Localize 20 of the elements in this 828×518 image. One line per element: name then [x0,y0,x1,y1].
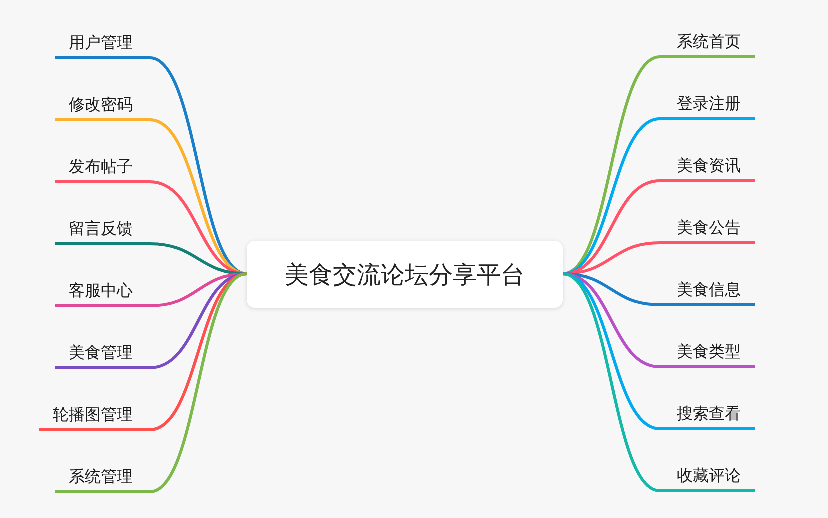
branch-label: 客服中心 [69,281,133,301]
branch-connector [148,272,248,494]
branch-connector [562,272,662,492]
central-topic-text: 美食交流论坛分享平台 [285,260,525,290]
branch-label: 美食资讯 [677,156,741,176]
branch-label: 登录注册 [677,94,741,114]
branch-label: 系统管理 [69,467,133,487]
branch-label: 美食公告 [677,218,741,238]
branch-label: 美食类型 [677,342,741,362]
branch-label: 系统首页 [677,32,741,52]
branch-label: 搜索查看 [677,404,741,424]
branch-label: 收藏评论 [677,466,741,486]
branch-label: 轮播图管理 [53,405,133,425]
branch-label: 美食管理 [69,343,133,363]
branch-label: 用户管理 [69,33,133,53]
central-topic-card [247,241,563,308]
branch-label: 留言反馈 [69,219,133,239]
branch-label: 发布帖子 [69,157,133,177]
branch-label: 修改密码 [69,95,133,115]
branch-label: 美食信息 [677,280,741,300]
